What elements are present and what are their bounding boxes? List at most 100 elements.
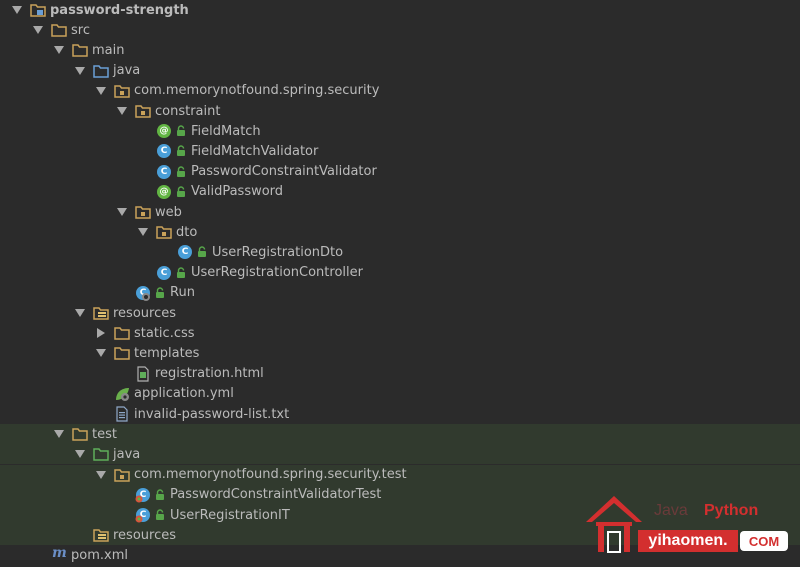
html-file-icon [135,365,151,382]
spring-boot-class-icon: C [135,285,151,301]
lock-icon [176,165,186,178]
collapse-arrow-icon[interactable] [73,303,87,323]
tree-node[interactable]: C UserRegistrationDto [0,242,800,262]
watermark: Java Python yihaomen. COM [582,492,792,560]
package-icon [156,224,172,240]
package-icon [114,83,130,99]
collapse-arrow-icon[interactable] [73,61,87,81]
tree-node[interactable]: constraint [0,101,800,121]
tree-node[interactable]: web [0,202,800,222]
class-icon: C [177,244,193,260]
maven-icon: m [52,545,67,562]
collapse-arrow-icon[interactable] [115,202,129,222]
lock-icon [155,287,165,299]
module-folder-icon [30,2,46,18]
tree-node[interactable]: templates [0,343,800,363]
tree-node-label: Run [170,285,195,301]
collapse-arrow-icon[interactable] [52,424,66,444]
tree-node[interactable]: C FieldMatchValidator [0,141,800,161]
resources-folder-icon [93,305,109,321]
folder-icon [114,325,130,341]
tree-node[interactable]: static.css [0,323,800,343]
tree-node-label: com.memorynotfound.spring.security.test [134,467,407,483]
tree-node-label: UserRegistrationIT [170,507,290,523]
tree-node[interactable]: java [0,61,800,81]
tree-node-label: java [113,446,141,462]
tree-node[interactable]: com.memorynotfound.spring.security.test [0,464,800,485]
tree-node-label: UserRegistrationController [191,265,363,281]
folder-icon [51,22,67,38]
package-icon [135,103,151,119]
tree-node-label: PasswordConstraintValidatorTest [170,487,382,503]
tree-node-label: application.yml [134,386,234,402]
text-file-icon [114,406,130,422]
tree-node[interactable]: C PasswordConstraintValidator [0,162,800,182]
tree-node-label: FieldMatch [191,123,261,139]
tree-node[interactable]: C UserRegistrationController [0,263,800,283]
lock-icon [197,246,207,258]
test-class-icon: C [135,507,151,523]
tree-node[interactable]: com.memorynotfound.spring.security [0,81,800,101]
tree-node-label: java [113,63,141,79]
tree-node[interactable]: application.yml [0,384,800,404]
tree-node-label: ValidPassword [191,184,284,200]
watermark-com-text: COM [740,531,788,551]
collapse-arrow-icon[interactable] [94,465,108,485]
folder-icon [114,345,130,361]
tree-node-label: test [92,426,117,442]
tree-node-label: resources [113,527,177,543]
tree-node[interactable]: dto [0,222,800,242]
collapse-arrow-icon[interactable] [94,343,108,363]
tree-node-label: com.memorynotfound.spring.security [134,83,380,99]
tree-node-label: password-strength [50,2,189,18]
tree-node[interactable]: registration.html [0,364,800,384]
tree-node-label: PasswordConstraintValidator [191,164,377,180]
spring-yml-icon [114,386,130,402]
tree-node[interactable]: @ FieldMatch [0,121,800,141]
folder-icon [72,426,88,442]
collapse-arrow-icon[interactable] [10,0,24,20]
collapse-arrow-icon[interactable] [31,20,45,40]
house-logo-icon [586,496,642,553]
tree-node[interactable]: @ValidPassword [0,182,800,202]
expand-arrow-icon[interactable] [94,323,108,343]
tree-node-label: FieldMatchValidator [191,143,319,159]
class-icon: C [156,164,172,180]
tree-node-label: src [71,22,90,38]
folder-icon [72,42,88,58]
tree-node-label: registration.html [155,366,264,382]
collapse-arrow-icon[interactable] [136,222,150,242]
lock-icon [176,145,186,157]
test-folder-icon [93,446,109,462]
collapse-arrow-icon[interactable] [52,40,66,60]
tree-node[interactable]: java [0,444,800,465]
lock-icon [176,125,186,137]
class-icon: C [156,265,172,281]
tree-node-label: main [92,42,125,58]
test-class-icon: C [135,487,151,503]
tree-node-label: pom.xml [71,547,128,563]
class-icon: C [156,143,172,159]
tree-node[interactable]: main [0,40,800,60]
tree-node[interactable]: password-strength [0,0,800,20]
annotation-icon: @ [156,123,172,139]
tree-node[interactable]: test [0,424,800,445]
tree-node[interactable]: C Run [0,283,800,303]
lock-icon [176,186,186,198]
watermark-domain-text: yihaomen. [638,530,738,552]
lock-icon [155,489,165,501]
collapse-arrow-icon[interactable] [94,81,108,101]
tree-node[interactable]: src [0,20,800,40]
collapse-arrow-icon[interactable] [115,101,129,121]
tree-node-label: templates [134,345,200,361]
tree-node-label: UserRegistrationDto [212,244,344,260]
collapse-arrow-icon[interactable] [73,444,87,464]
tree-node[interactable]: C PasswordConstraintValidatorTest [0,484,800,505]
tree-node[interactable]: resources [0,303,800,323]
tree-node[interactable]: invalid-password-list.txt [0,404,800,424]
tree-node-label: static.css [134,325,195,341]
lock-icon [176,266,186,279]
watermark-python-text: Python [704,502,759,519]
